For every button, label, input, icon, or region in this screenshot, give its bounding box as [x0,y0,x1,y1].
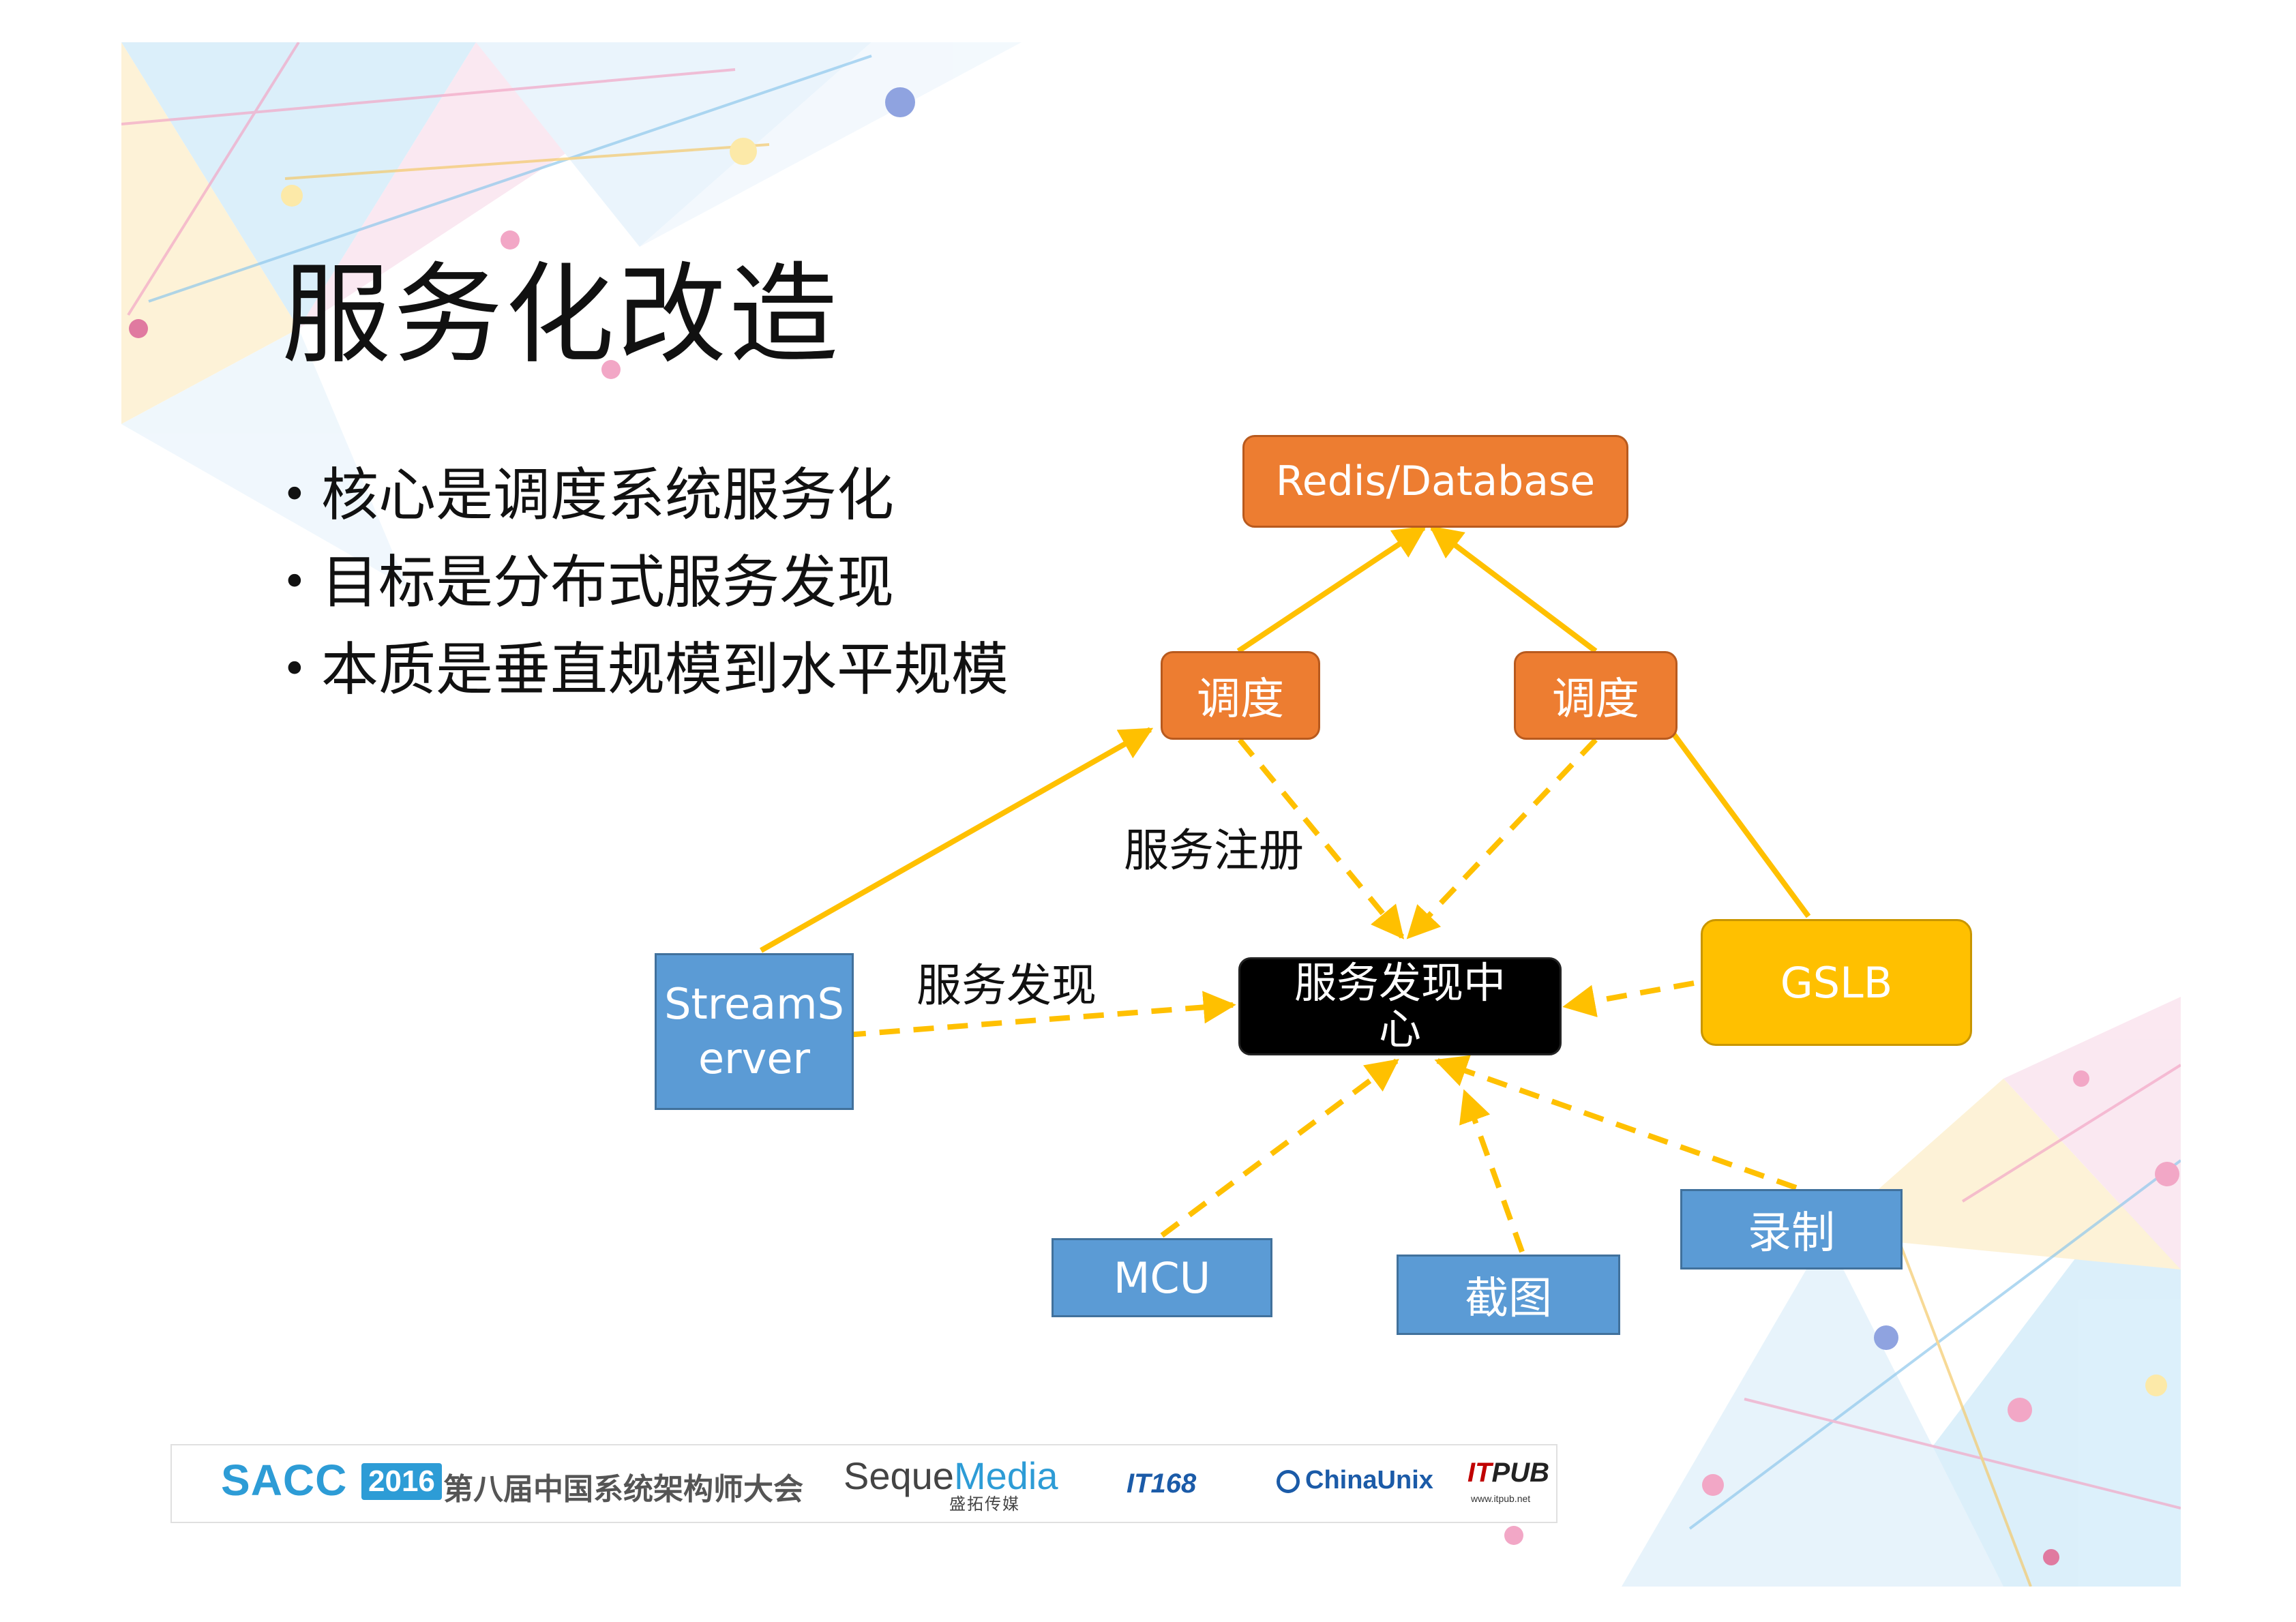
sacc-year: 2016 [361,1463,442,1500]
edge-sched1-to-discovery [1237,738,1405,940]
edge-streams-to-discovery [811,991,1236,1040]
sacc-logo: SACC [221,1456,348,1505]
edge-streams-to-sched1 [760,727,1154,953]
bullet-item: 目标是分布式服务发现 [282,539,1009,626]
edge-sched1-to-redis [1236,525,1427,654]
chinaunix-icon [1277,1469,1300,1493]
it168-logo: IT168 [1127,1469,1197,1499]
node-label: 调度 [1552,674,1639,725]
node-label-line1: 服务发现中 [1294,958,1506,1008]
edge-sched2-to-discovery [1406,738,1598,940]
slide: 服务化改造 核心是调度系统服务化 目标是分布式服务发现 本质是垂直规模到水平规模 [121,42,2181,1587]
node-streams-server: StreamS erver [655,953,854,1110]
edge-record-to-discovery [1434,1055,1798,1190]
background-decoration [121,42,2181,1587]
edge-mcu-to-discovery [1160,1058,1399,1238]
itpub-url: www.itpub.net [1471,1493,1531,1504]
node-snapshot: 截图 [1397,1255,1620,1335]
node-scheduler-2: 调度 [1514,651,1678,740]
sequemedia-part2: Media [953,1454,1058,1497]
node-label: 录制 [1748,1208,1835,1259]
label-service-discover: 服务发现 [916,959,1097,1012]
node-redis-database: Redis/Database [1242,435,1628,528]
bullet-item: 核心是调度系统服务化 [282,451,1009,539]
node-scheduler-1: 调度 [1161,651,1320,740]
footer-logo-bar: SACC 2016 第八届中国系统架构师大会 SequeMedia 盛拓传媒 I… [170,1444,1557,1523]
node-gslb: GSLB [1701,919,1972,1046]
itpub-part2: PUB [1491,1458,1549,1488]
edge-gslb-to-discovery [1562,980,1695,1017]
node-label: MCU [1113,1252,1211,1303]
page-title: 服务化改造 [282,251,841,378]
node-discovery-center: 服务发现中 心 [1238,957,1562,1055]
node-mcu: MCU [1052,1238,1272,1317]
sequemedia-part1: Seque [844,1454,954,1497]
chinaunix-logo: ChinaUnix [1277,1466,1433,1495]
node-label-line2: erver [698,1034,810,1083]
node-label: 调度 [1197,674,1284,725]
conference-name: 第八届中国系统架构师大会 [443,1472,803,1507]
edge-snapshot-to-discovery [1459,1089,1525,1253]
label-service-register: 服务注册 [1124,824,1304,877]
node-label: GSLB [1780,957,1893,1008]
chinaunix-text: ChinaUnix [1305,1466,1433,1495]
node-record: 录制 [1680,1189,1903,1270]
itpub-logo: ITPUB [1467,1458,1549,1488]
node-label: Redis/Database [1275,457,1596,505]
bullet-item: 本质是垂直规模到水平规模 [282,626,1009,713]
edge-sched2-to-redis [1429,525,1598,654]
sequemedia-logo: SequeMedia [844,1454,1058,1498]
sequemedia-subtitle: 盛拓传媒 [949,1495,1020,1514]
node-label: 截图 [1465,1274,1552,1324]
node-label-line2: 心 [1378,1004,1421,1054]
node-label-line1: StreamS [664,979,844,1029]
bullet-list: 核心是调度系统服务化 目标是分布式服务发现 本质是垂直规模到水平规模 [282,451,1009,713]
itpub-part1: IT [1467,1458,1492,1488]
